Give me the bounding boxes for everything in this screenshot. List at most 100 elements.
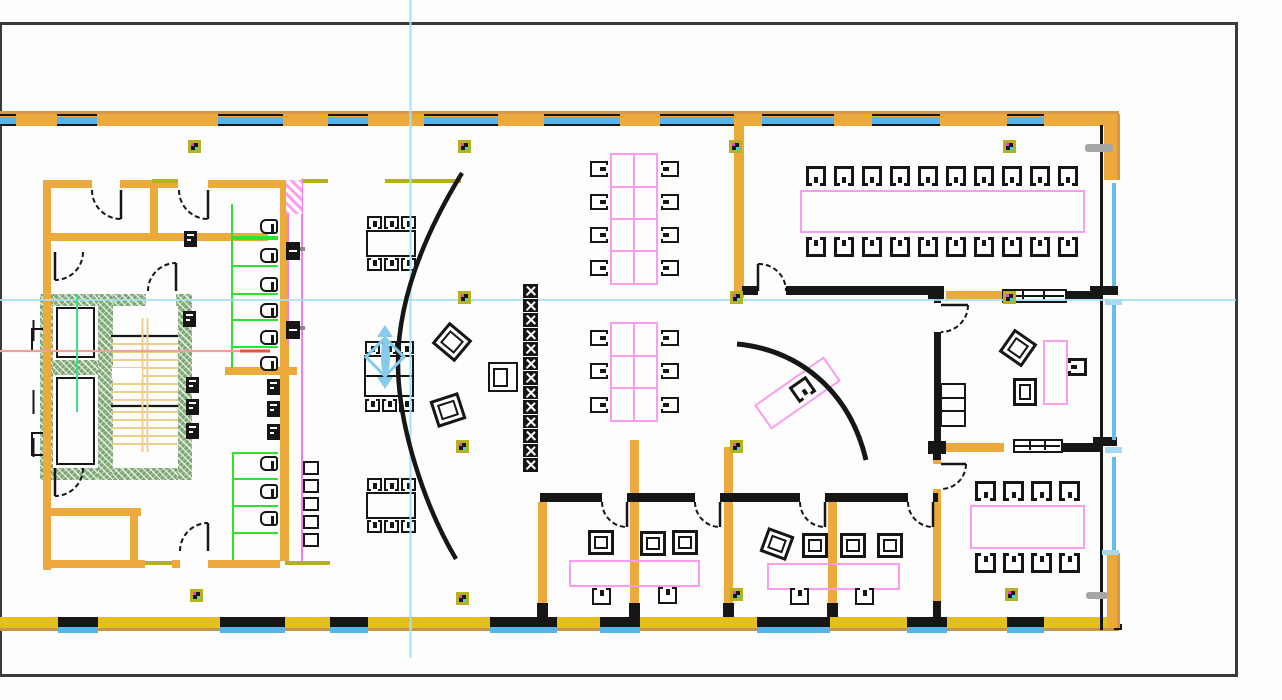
- chair: [946, 237, 966, 257]
- detail: [1006, 294, 1009, 297]
- detail: [733, 443, 736, 446]
- east-glazing: [1112, 183, 1116, 286]
- facade-window-frame: [0, 114, 16, 116]
- facade-window-frame: [57, 114, 97, 116]
- detail: [736, 147, 739, 150]
- detail: [1015, 444, 1060, 447]
- chair-gap: [663, 586, 672, 589]
- facade-window-glass: [220, 626, 285, 633]
- detail: [193, 592, 200, 599]
- beam-line: [301, 179, 328, 183]
- chair-stub: [870, 177, 874, 183]
- detail: [465, 147, 468, 150]
- wall-junction: [1093, 437, 1117, 446]
- chair-gap: [1007, 183, 1017, 186]
- chair-stub: [406, 522, 411, 528]
- chair-gap: [597, 587, 606, 590]
- chair-stub: [1067, 556, 1072, 562]
- detail: [732, 143, 739, 150]
- facade-window-frame: [218, 123, 283, 126]
- north-facade-outer-line: [0, 111, 1119, 114]
- chair: [384, 216, 399, 230]
- detail: [612, 250, 656, 252]
- facade-window-frame: [424, 123, 498, 126]
- chair-stub: [1011, 492, 1016, 498]
- detail: [459, 595, 462, 598]
- detail: [1006, 143, 1013, 150]
- chair: [1058, 166, 1078, 186]
- meeting-table: [970, 505, 1085, 549]
- chair: [401, 478, 416, 492]
- beam-line: [285, 561, 330, 565]
- chair: [806, 166, 826, 186]
- offices-north-wall: [933, 493, 938, 502]
- chair-gap: [371, 519, 378, 522]
- chair-gap: [386, 398, 393, 401]
- chair: [974, 166, 994, 186]
- chair-stub: [599, 590, 604, 596]
- chair-stub: [1066, 240, 1070, 246]
- chair-gap: [895, 237, 905, 240]
- chair-stub: [1039, 492, 1044, 498]
- detail: [459, 443, 466, 450]
- chair-stub: [954, 240, 958, 246]
- conference-table: [800, 190, 1085, 233]
- detail: [846, 539, 860, 552]
- detail: [271, 360, 274, 369]
- panel-tick: [300, 247, 305, 251]
- door-swing-arc: [694, 501, 721, 528]
- locker: [303, 497, 319, 511]
- facade-window-frame: [544, 123, 620, 126]
- facade-window-frame: [872, 123, 940, 126]
- chair-gap: [606, 198, 609, 206]
- chair-gap: [795, 587, 804, 590]
- chair-gap: [660, 264, 663, 272]
- detail: [1006, 294, 1013, 301]
- grid-column-marker: [729, 140, 742, 153]
- detail: [377, 377, 393, 389]
- chair-gap: [606, 165, 609, 173]
- toilet-fixture: [260, 330, 278, 345]
- chair-gap: [979, 237, 989, 240]
- facade-window-frame: [1007, 114, 1044, 116]
- chair: [384, 519, 399, 533]
- door-swing-arc: [179, 522, 209, 552]
- grid-column-marker: [188, 140, 201, 153]
- detail: [189, 426, 196, 428]
- chair-gap: [839, 183, 849, 186]
- chair: [660, 194, 679, 210]
- detail: [1028, 441, 1031, 450]
- chair: [974, 237, 994, 257]
- room-partition: [130, 516, 138, 568]
- chair: [840, 533, 866, 558]
- facade-window-frame: [660, 114, 740, 116]
- wall-cap: [537, 603, 548, 617]
- chair-gap: [1037, 498, 1046, 501]
- detail: [1012, 595, 1015, 598]
- chair-stub: [406, 221, 411, 227]
- detail: [612, 218, 656, 220]
- chair-gap: [388, 227, 395, 230]
- east-glazing: [1112, 302, 1116, 440]
- detail: [195, 147, 198, 150]
- facade-window-glass: [490, 626, 557, 633]
- offices-north-wall: [627, 493, 695, 502]
- detail: [271, 460, 274, 469]
- wall-cap: [723, 603, 734, 617]
- chair-stub: [663, 336, 669, 340]
- chair: [946, 166, 966, 186]
- chair-gap: [388, 519, 395, 522]
- detail: [1022, 291, 1024, 300]
- stall-divider: [231, 236, 278, 240]
- panel-tick: [300, 326, 305, 330]
- north-room-wall: [120, 180, 178, 188]
- conference-south-wall: [786, 286, 938, 295]
- detail: [733, 591, 740, 598]
- chair: [365, 398, 380, 412]
- office-partition: [538, 502, 547, 605]
- grid-column-marker: [456, 592, 469, 605]
- chair: [658, 586, 677, 604]
